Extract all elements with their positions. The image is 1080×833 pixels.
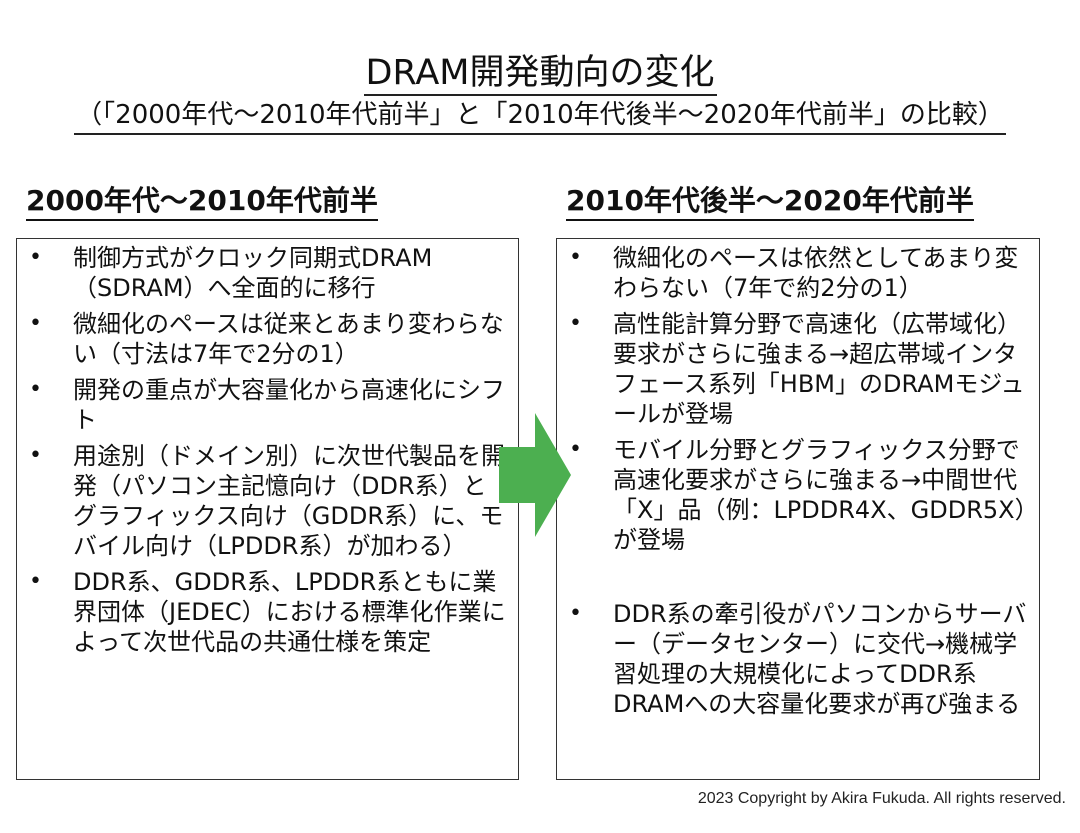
right-arrow-shape [499, 413, 571, 537]
list-item-text: 微細化のペースは従来とあまり変わらない（寸法は7年で2分の1） [73, 310, 504, 368]
bullet-icon: • [29, 245, 42, 270]
list-item: • 開発の重点が大容量化から高速化にシフト [17, 375, 518, 435]
left-column-heading: 2000年代～2010年代前半 [26, 183, 378, 221]
list-item-text: モバイル分野とグラフィックス分野で高速化要求がさらに強まる→中間世代「X」品（例… [613, 436, 1027, 554]
list-item-text: 微細化のペースは依然としてあまり変わらない（7年で約2分の1） [613, 244, 1019, 302]
right-column-heading: 2010年代後半～2020年代前半 [566, 183, 974, 221]
list-item-text: DDR系、GDDR系、LPDDR系ともに業界団体（JEDEC）における標準化作業… [73, 568, 506, 656]
bullet-icon: • [29, 443, 42, 468]
right-arrow-icon [499, 413, 571, 537]
list-item: • 微細化のペースは従来とあまり変わらない（寸法は7年で2分の1） [17, 309, 518, 369]
list-item: • モバイル分野とグラフィックス分野で高速化要求がさらに強まる→中間世代「X」品（… [557, 435, 1039, 555]
list-item: • 微細化のペースは依然としてあまり変わらない（7年で約2分の1） [557, 243, 1039, 303]
list-item: • 用途別（ドメイン別）に次世代製品を開発（パソコン主記憶向け（DDR系）とグラフ… [17, 441, 518, 561]
list-item-text: DDR系の牽引役がパソコンからサーバー（データセンター）に交代→機械学習処理の大… [613, 600, 1027, 718]
bullet-icon: • [569, 245, 582, 270]
slide-subtitle: （「2000年代～2010年代前半」と「2010年代後半～2020年代前半」の比… [0, 98, 1080, 135]
list-item: • DDR系の牽引役がパソコンからサーバー（データセンター）に交代→機械学習処理の… [557, 599, 1039, 719]
list-item-text: 開発の重点が大容量化から高速化にシフト [73, 376, 505, 434]
copyright-notice: 2023 Copyright by Akira Fukuda. All righ… [697, 790, 1066, 807]
bullet-icon: • [29, 569, 42, 594]
right-column-box: • 微細化のペースは依然としてあまり変わらない（7年で約2分の1） • 高性能計算分… [556, 238, 1040, 780]
bullet-icon: • [29, 377, 42, 402]
bullet-icon: • [569, 437, 582, 462]
list-item: • 制御方式がクロック同期式DRAM（SDRAM）へ全面的に移行 [17, 243, 518, 303]
left-bullet-list: • 制御方式がクロック同期式DRAM（SDRAM）へ全面的に移行 • 微細化のペース… [17, 239, 518, 657]
slide-title: DRAM開発動向の変化 [0, 52, 1080, 96]
list-item: • DDR系、GDDR系、LPDDR系ともに業界団体（JEDEC）における標準化作… [17, 567, 518, 657]
list-item-text: 高性能計算分野で高速化（広帯域化）要求がさらに強まる→超広帯域インタフェース系列… [613, 310, 1025, 428]
bullet-icon: • [569, 601, 582, 626]
slide-subtitle-text: （「2000年代～2010年代前半」と「2010年代後半～2020年代前半」の比… [74, 98, 1006, 135]
bullet-icon: • [29, 311, 42, 336]
slide-title-text: DRAM開発動向の変化 [363, 53, 717, 96]
bullet-icon: • [569, 311, 582, 336]
right-column-heading-text: 2010年代後半～2020年代前半 [566, 184, 974, 221]
list-item: • 高性能計算分野で高速化（広帯域化）要求がさらに強まる→超広帯域インタフェース系… [557, 309, 1039, 429]
list-item-text: 用途別（ドメイン別）に次世代製品を開発（パソコン主記憶向け（DDR系）とグラフィ… [73, 442, 505, 560]
left-column-heading-text: 2000年代～2010年代前半 [26, 184, 378, 221]
right-bullet-list: • 微細化のペースは依然としてあまり変わらない（7年で約2分の1） • 高性能計算分… [557, 239, 1039, 719]
list-item-text: 制御方式がクロック同期式DRAM（SDRAM）へ全面的に移行 [73, 244, 433, 302]
left-column-box: • 制御方式がクロック同期式DRAM（SDRAM）へ全面的に移行 • 微細化のペース… [16, 238, 519, 780]
